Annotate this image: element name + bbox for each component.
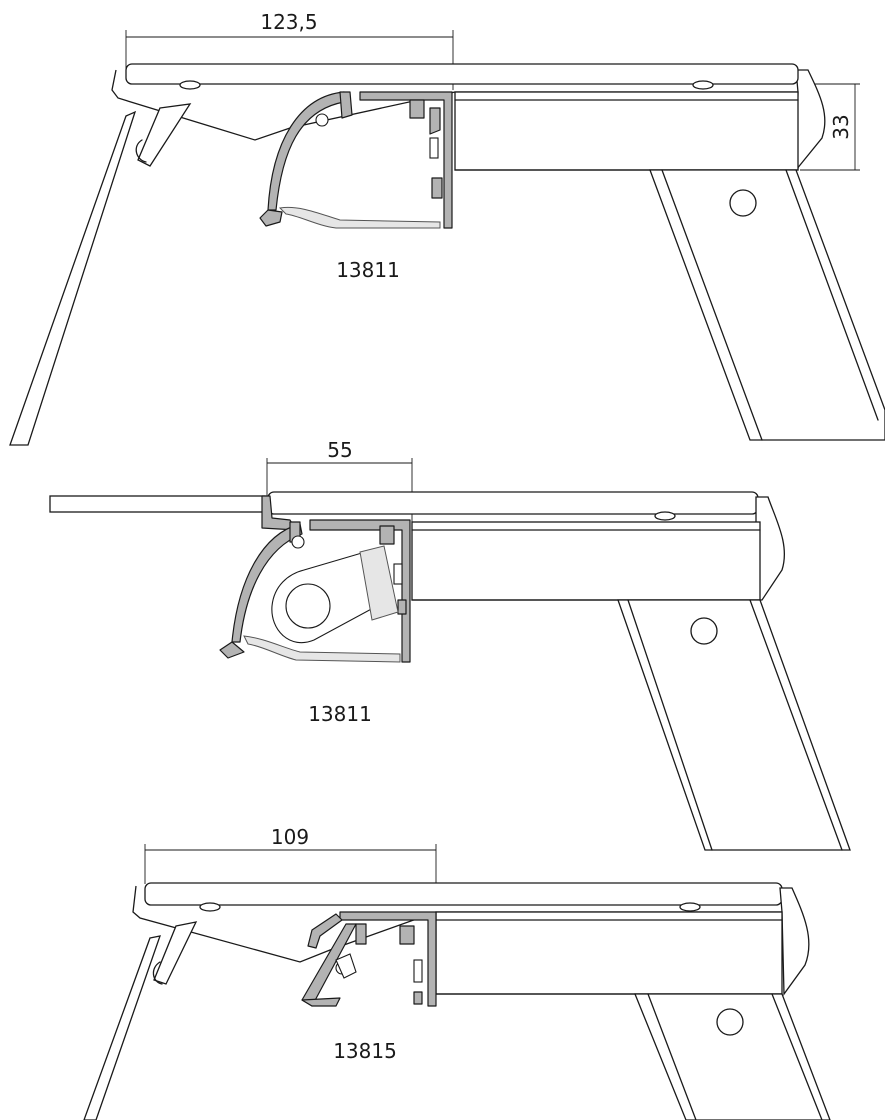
roller-hole-2 xyxy=(285,583,331,629)
dimension-width-label-2: 55 xyxy=(327,438,352,462)
shelf-top-3 xyxy=(144,882,783,906)
drawing-1: 123,5 33 xyxy=(9,10,885,446)
dimension-height-label-1: 33 xyxy=(829,114,853,139)
screw-3a xyxy=(199,902,221,912)
drawing-2: 55 13811 xyxy=(49,438,851,851)
dimension-width-1: 123,5 xyxy=(125,10,454,90)
drawing-3: 109 13815 xyxy=(83,825,831,1120)
screw-2 xyxy=(654,511,676,521)
shelf-box-3 xyxy=(435,911,783,995)
profile-code-3: 13815 xyxy=(333,1039,397,1063)
shelf-top-2 xyxy=(267,491,759,515)
dimension-height-1: 33 xyxy=(800,83,860,171)
dimension-width-label-1: 123,5 xyxy=(260,10,317,34)
shelf-box-2 xyxy=(411,521,761,601)
left-leg-1 xyxy=(9,110,137,446)
profile-code-2: 13811 xyxy=(308,702,372,726)
hole-2 xyxy=(690,617,718,645)
screw-1b xyxy=(692,80,714,90)
right-leg-2 xyxy=(617,599,851,851)
shelf-bracket-right-3 xyxy=(779,887,810,996)
dimension-width-label-3: 109 xyxy=(271,825,309,849)
dimension-width-2: 55 xyxy=(266,438,413,522)
screw-3b xyxy=(679,902,701,912)
shelf-bracket-right-2 xyxy=(755,496,786,601)
left-hinge-3 xyxy=(153,921,198,985)
dimension-width-3: 109 xyxy=(144,825,437,910)
screw-1a xyxy=(179,80,201,90)
shelf-box-1 xyxy=(454,91,799,171)
hole-3 xyxy=(716,1008,744,1036)
left-panel-2 xyxy=(49,495,266,513)
profile-3 xyxy=(301,911,437,1007)
left-hinge-1 xyxy=(137,103,192,167)
profile-2 xyxy=(219,495,411,663)
left-leg-3 xyxy=(83,935,161,1120)
hole-1 xyxy=(729,189,757,217)
profile-code-1: 13811 xyxy=(336,258,400,282)
right-leg-1 xyxy=(649,169,885,441)
shelf-bracket-right-1 xyxy=(795,69,826,172)
profile-1 xyxy=(259,91,453,229)
shelf-top-1 xyxy=(125,63,799,85)
